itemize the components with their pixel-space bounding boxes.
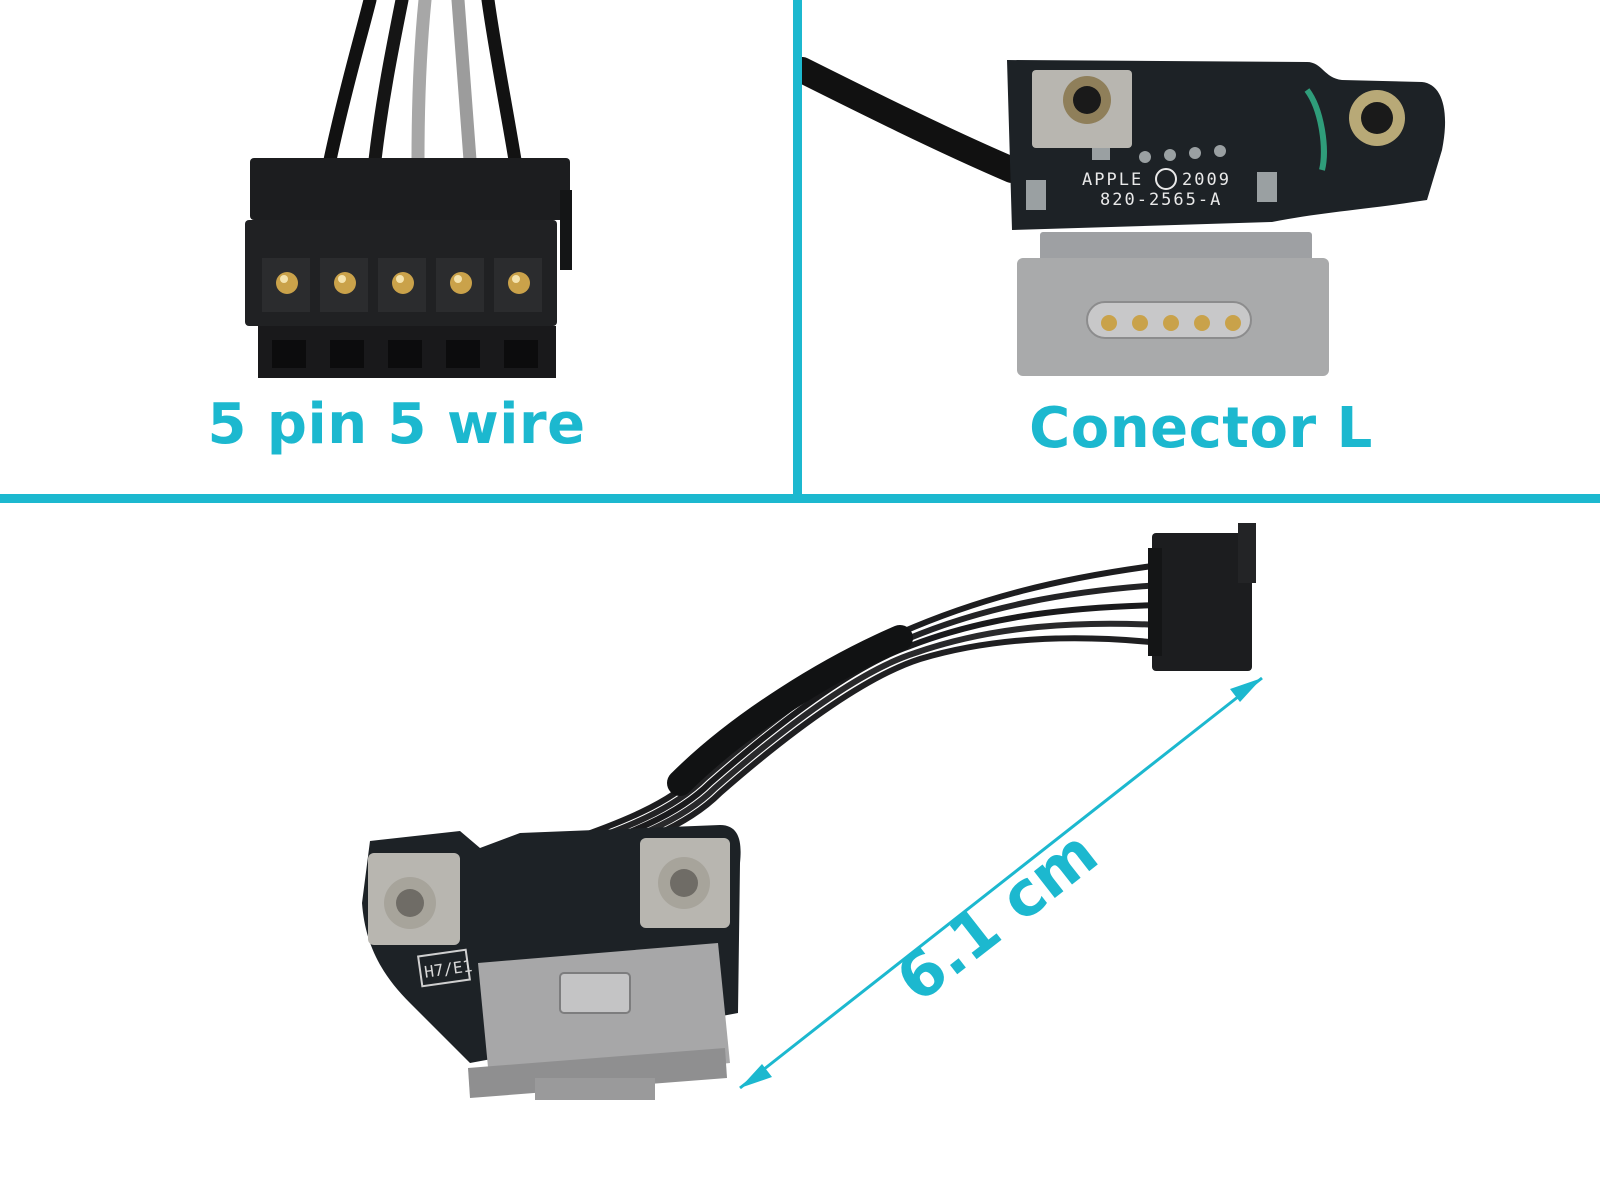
caption-connector-type: Conector L xyxy=(1029,396,1373,461)
connector-closeup-illustration xyxy=(245,0,572,378)
copyright-icon xyxy=(1155,168,1177,190)
panel-full-part: H7/E1 6.1 cm xyxy=(0,503,1600,1200)
harness-connector xyxy=(1148,523,1256,671)
vertical-divider xyxy=(793,0,802,498)
gold-pins xyxy=(276,272,530,294)
pcb-marking-part: 820-2565-A xyxy=(1100,190,1222,210)
pcb-marking-apple: APPLE xyxy=(1082,170,1143,190)
mount-hole-right-bottom xyxy=(640,838,730,928)
caption-pin-count: 5 pin 5 wire xyxy=(207,392,586,457)
l-connector-illustration: APPLE 2009 820-2565-A xyxy=(802,57,1446,376)
panel-l-connector: APPLE 2009 820-2565-A Conector L xyxy=(802,0,1600,494)
dimension-label: 6.1 cm xyxy=(883,816,1111,1017)
cable xyxy=(802,57,1025,183)
full-part-illustration: H7/E1 6.1 cm xyxy=(362,523,1263,1100)
board-marking-box xyxy=(417,948,471,988)
mount-hole-left xyxy=(1032,70,1132,148)
magsafe-socket xyxy=(1017,258,1329,376)
dimension-arrow xyxy=(739,676,1263,1090)
mount-hole-left-bottom xyxy=(368,853,460,945)
pcb-mark xyxy=(1304,88,1327,171)
pcb-marking-year: 2009 xyxy=(1182,170,1231,190)
panel-connector-closeup: 5 pin 5 wire xyxy=(0,0,793,494)
metal-shield xyxy=(1040,232,1312,266)
horizontal-divider xyxy=(0,494,1600,503)
five-pin-housing xyxy=(245,158,572,378)
mount-hole-right xyxy=(1349,90,1405,146)
wire-bundle xyxy=(323,0,522,167)
magsafe-socket-front xyxy=(468,943,730,1100)
